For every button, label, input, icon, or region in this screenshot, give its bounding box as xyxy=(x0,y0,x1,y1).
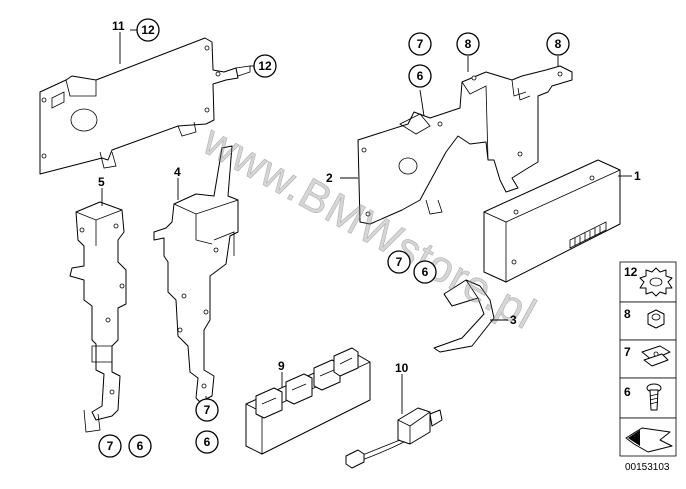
part-5-bracket xyxy=(69,201,127,433)
part-number-2: 2 xyxy=(326,171,333,185)
part-number-4: 4 xyxy=(174,165,181,179)
callout-7-left: 7 xyxy=(98,434,122,458)
part-1-control-unit xyxy=(483,159,621,283)
part-number-1: 1 xyxy=(634,169,641,183)
part-3-bracket xyxy=(433,279,495,353)
diagram-code: 00153103 xyxy=(625,462,670,473)
part-4-bracket xyxy=(153,145,239,403)
callout-7-bottom: 7 xyxy=(195,398,219,422)
svg-text:8: 8 xyxy=(555,37,562,51)
callout-7-top: 7 xyxy=(408,32,432,56)
svg-text:6: 6 xyxy=(422,265,429,279)
svg-text:6: 6 xyxy=(137,439,144,453)
svg-text:12: 12 xyxy=(141,23,155,37)
svg-text:7: 7 xyxy=(396,255,403,269)
part-number-5: 5 xyxy=(98,175,105,189)
part-10-cable xyxy=(345,407,443,469)
callout-6-mid: 6 xyxy=(413,260,437,284)
part-number-11: 11 xyxy=(112,19,125,33)
svg-text:6: 6 xyxy=(417,69,424,83)
part-number-3: 3 xyxy=(510,313,517,327)
callout-7-mid: 7 xyxy=(387,250,411,274)
callout-12-top: 12 xyxy=(136,18,160,42)
screw-icon xyxy=(646,383,662,411)
part-11-bracket xyxy=(39,37,251,175)
callout-6-top: 6 xyxy=(408,64,432,88)
svg-text:7: 7 xyxy=(107,439,114,453)
clip-nut-icon xyxy=(639,267,673,297)
callout-6-bottom: 6 xyxy=(195,430,219,454)
svg-text:8: 8 xyxy=(465,37,472,51)
legend-number-8: 8 xyxy=(624,307,631,321)
svg-text:6: 6 xyxy=(204,435,211,449)
svg-text:7: 7 xyxy=(417,37,424,51)
part-number-9: 9 xyxy=(278,359,285,373)
callout-8-a: 8 xyxy=(456,32,480,56)
hex-nut-icon xyxy=(647,309,665,329)
callout-8-b: 8 xyxy=(546,32,570,56)
hardware-legend: 12 8 7 6 xyxy=(619,261,677,457)
callouts: 12 12 7 6 8 8 7 6 xyxy=(98,18,570,458)
legend-number-6: 6 xyxy=(624,385,631,399)
part-2-bracket xyxy=(357,65,573,225)
legend-number-12: 12 xyxy=(624,265,638,279)
part-9-module xyxy=(245,347,371,455)
spring-nut-icon xyxy=(641,345,671,367)
leader-lines xyxy=(101,29,632,414)
part-numbers: 11 5 4 2 1 3 9 10 xyxy=(98,19,641,375)
svg-text:7: 7 xyxy=(204,403,211,417)
part-number-10: 10 xyxy=(395,361,409,375)
callout-12-right: 12 xyxy=(253,54,277,78)
direction-arrow-icon xyxy=(625,427,673,453)
svg-text:12: 12 xyxy=(258,59,272,73)
legend-number-7: 7 xyxy=(624,345,631,359)
callout-6-left: 6 xyxy=(128,434,152,458)
